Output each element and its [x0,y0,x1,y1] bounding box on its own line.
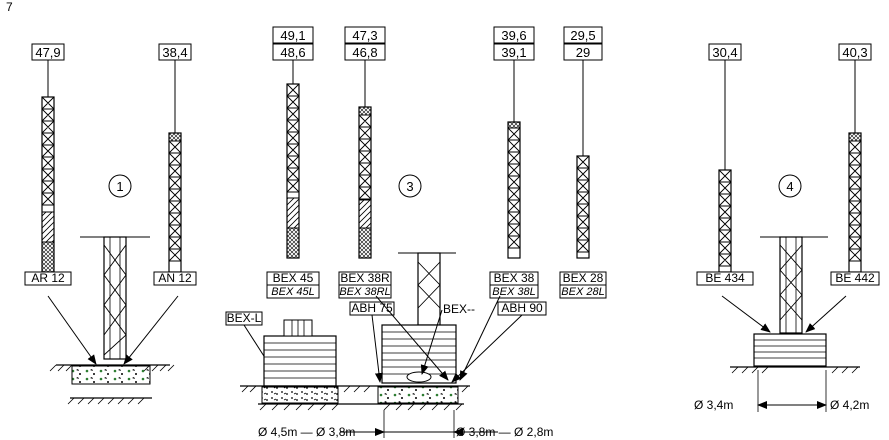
tower: 40,3 BE 442 [830,43,880,286]
tower-height-label: 29 [576,45,590,60]
corner-mark: 7 [6,0,13,14]
ballast-label: BEX-L [227,311,262,325]
ballast-label: ABH 90 [501,301,543,315]
tower-type-label: BEX 45 [273,271,314,285]
tower-type-label: BEX 38 [494,271,535,285]
tower-height-label: 46,8 [352,45,377,60]
tower-height-label: 39,6 [501,28,526,43]
height-box [563,26,603,44]
tower-height-label: 30,4 [712,45,737,60]
tower-height-label: 49,1 [280,28,305,43]
tower-type-label: BEX 38L [492,286,535,298]
tower: 47,9 AR 12 [24,43,72,286]
tower-type-label: BEX 38RL [339,286,390,298]
tower-type-label: BEX 28L [561,286,604,298]
tower-height-label: 47,3 [352,28,377,43]
group-4: 4 Ø 3,4m Ø 4,2m [694,174,869,412]
tower: 30,4 BE 434 [696,43,754,286]
ballast-label: ABH 75 [351,301,393,315]
tower-mast [718,169,732,273]
ballast-label: BEX-- [443,302,475,316]
group-number: 4 [786,179,793,194]
tower-type-label: BE 434 [705,271,745,285]
dimension-label: Ø 4,2m [830,398,869,412]
tower-type-label: BEX 38R [340,271,390,285]
type-label-box [153,271,197,286]
dimension-label: Ø 3,8m — Ø 2,8m [456,425,553,439]
group-3: 3 BEX-L BEX-- ABH 75 ABH 90 [225,174,553,439]
tower-height-label: 40,3 [842,45,867,60]
tower-type-label: BEX 45L [271,286,314,298]
tower-type-label: BEX 28 [563,271,604,285]
type-label-box [338,284,392,299]
type-label-box [266,284,320,299]
tower-type-label: AR 12 [31,271,65,285]
tower-height-label: 29,5 [570,28,595,43]
group-number-circle [108,174,132,198]
type-label-box [489,284,539,299]
type-label-box [24,271,72,286]
type-label-box [559,284,607,299]
type-label-box [696,271,754,286]
height-box [344,26,386,44]
tower-mast [576,155,590,259]
tower-type-label: BE 442 [835,271,875,285]
height-box [272,26,314,44]
tower-height-label: 39,1 [501,45,526,60]
type-label-box [830,271,880,286]
ballast-stack-mid [381,252,457,384]
group-number-circle [398,174,422,198]
tower-height-label: 48,6 [280,45,305,60]
group-number-circle [778,174,802,198]
tower-height-label: 47,9 [35,45,60,60]
group-1: 1 [47,174,179,405]
tower-type-label: AN 12 [158,271,192,285]
dimension-label: Ø 4,5m — Ø 3,8m [258,425,355,439]
ballast-stack-left [263,319,337,387]
tower-height-label: 38,4 [162,45,187,60]
group-number: 3 [406,179,413,194]
dimension-label: Ø 3,4m [694,398,733,412]
tower: 38,4 AN 12 [153,43,197,286]
group-number: 1 [116,179,123,194]
height-box [493,26,535,44]
